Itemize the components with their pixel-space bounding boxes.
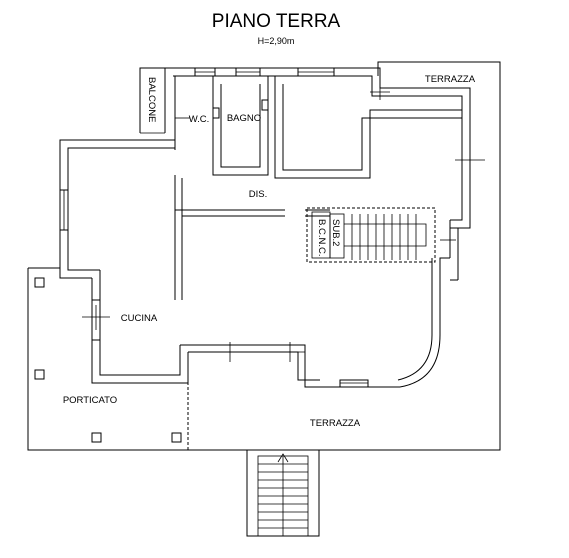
room-label-terrazza-bottom: TERRAZZA	[310, 418, 361, 429]
room-label-bcnc: B.C.N.C.	[316, 219, 327, 256]
room-label-wc: W.C.	[189, 114, 210, 125]
plan-title: PIANO TERRA	[212, 11, 341, 32]
room-label-cucina: CUCINA	[121, 313, 158, 324]
balcone-strip	[139, 67, 166, 134]
stair-treads	[351, 214, 417, 260]
outer-boundary	[27, 61, 501, 451]
exterior-stair	[246, 449, 320, 537]
opening-markers	[82, 82, 485, 362]
interior-walls	[92, 76, 462, 341]
height-note: H=2,90m	[258, 36, 295, 46]
room-label-dis: DIS.	[249, 189, 267, 200]
room-label-bagno: BAGNO	[227, 113, 261, 124]
windows	[59, 67, 369, 388]
stair-core	[306, 207, 436, 263]
building-walls	[59, 67, 471, 388]
columns	[34, 277, 182, 443]
room-label-balcone: BALCONE	[146, 77, 157, 122]
room-label-sub2: SUB.2	[330, 219, 341, 246]
room-label-terrazza-top: TERRAZZA	[425, 74, 476, 85]
room-label-porticato: PORTICATO	[63, 395, 117, 406]
